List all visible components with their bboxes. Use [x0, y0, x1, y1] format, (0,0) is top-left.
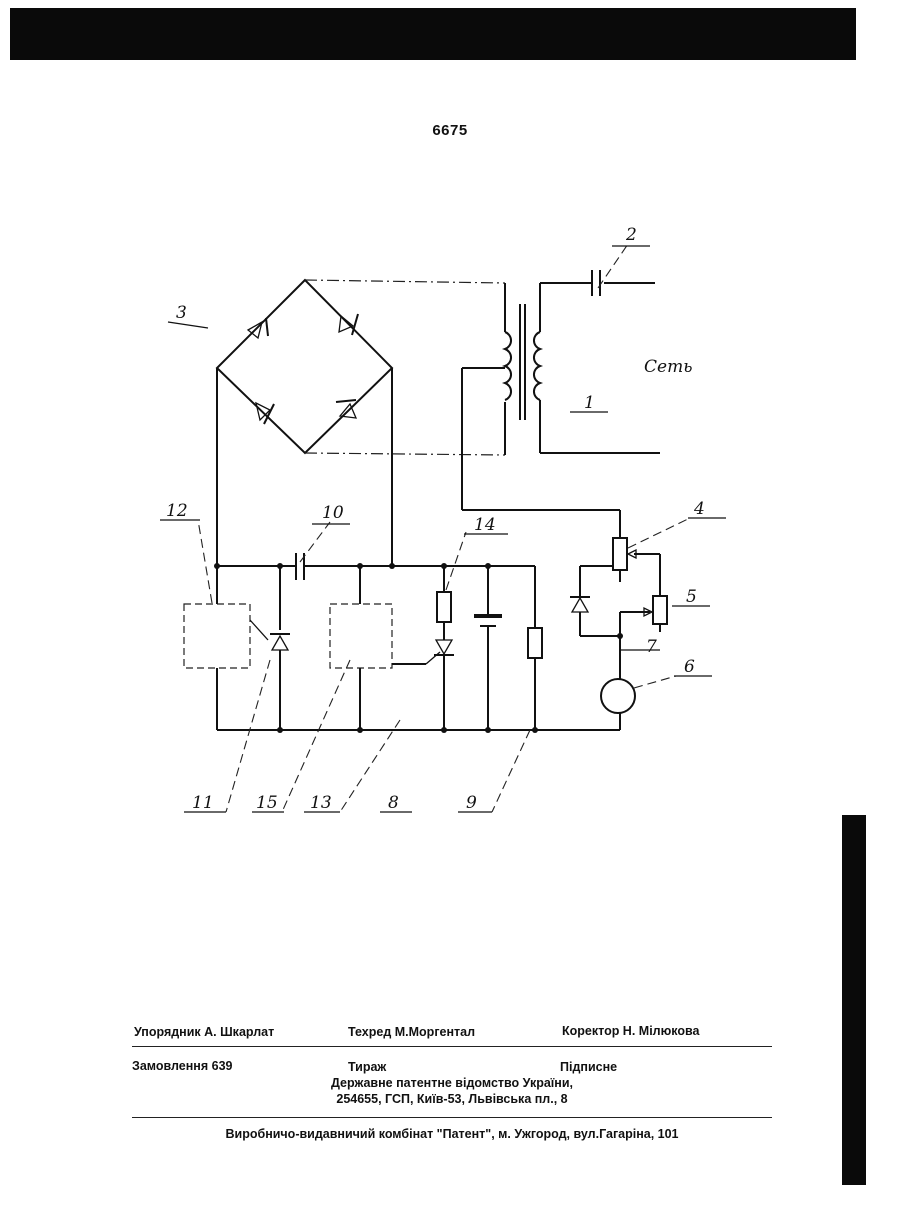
patent-office-address: 254655, ГСП, Київ-53, Львівська пл., 8	[252, 1092, 652, 1106]
patent-office-name: Державне патентне відомство України,	[252, 1076, 652, 1090]
compiler-credit: Упорядник А. Шкарлат	[134, 1025, 274, 1039]
publisher-line: Виробничо-видавничий комбінат "Патент", …	[132, 1127, 772, 1141]
circulation-label: Тираж	[348, 1060, 386, 1074]
subscription-label: Підписне	[560, 1060, 617, 1074]
order-number: Замовлення 639	[132, 1059, 232, 1073]
imprint-rule-bottom	[132, 1117, 772, 1118]
tech-editor-credit: Техред М.Моргентал	[348, 1025, 475, 1039]
imprint-rule-top	[132, 1046, 772, 1047]
proofreader-credit: Коректор Н. Мілюкова	[562, 1024, 699, 1038]
